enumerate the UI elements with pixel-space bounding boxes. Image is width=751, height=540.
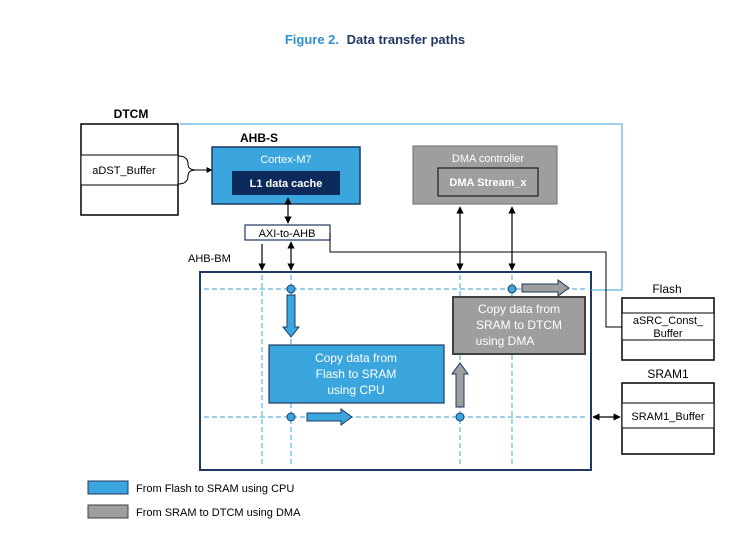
figure-title-text: Data transfer paths [347, 32, 465, 47]
flash-buffer-line2: Buffer [653, 328, 682, 340]
cortex-m7-title: Cortex-M7 [260, 154, 311, 166]
dma-copy-line3: using DMA [476, 334, 535, 348]
dma-controller-title: DMA controller [452, 153, 524, 165]
cpu-right-arrow [306, 408, 353, 426]
l1-cache-label: L1 data cache [250, 178, 323, 190]
ahb-bm-label: AHB-BM [188, 253, 231, 265]
dma-copy-line1: Copy data from [478, 302, 560, 316]
legend-swatch-cpu [87, 480, 129, 495]
legend-label-cpu: From Flash to SRAM using CPU [136, 483, 294, 495]
sram1-buffer-label: SRAM1_Buffer [631, 411, 705, 423]
figure-number: Figure 2. [285, 32, 339, 47]
axi-to-ahb-label: AXI-to-AHB [259, 228, 316, 240]
flash-buffer-cell [621, 312, 715, 341]
dma-copy-line2: SRAM to DTCM [476, 318, 562, 332]
cpu-copy-line2: Flash to SRAM [316, 367, 397, 381]
dma-stream-label: DMA Stream_x [449, 177, 527, 189]
dma-copy-box [452, 296, 586, 355]
legend-swatch-dma [87, 504, 129, 519]
dtcm-buffer-cell [80, 154, 179, 186]
dtcm-brace-connector [177, 155, 197, 185]
cpu-copy-line3: using CPU [327, 383, 384, 397]
bus-junction-dots [286, 284, 517, 422]
axi-to-ahb-bridge [244, 224, 331, 241]
sram1-title: SRAM1 [647, 367, 689, 381]
legend-label-dma: From SRAM to DTCM using DMA [136, 507, 301, 519]
flash-title: Flash [652, 282, 681, 296]
dtcm-title: DTCM [114, 107, 149, 121]
cpu-down-arrow [281, 294, 301, 338]
ahb-s-label: AHB-S [240, 131, 278, 145]
cpu-copy-line1: Copy data from [315, 351, 397, 365]
dma-up-arrow [451, 362, 469, 408]
bridge-to-flash-line [329, 233, 622, 328]
figure-title: Figure 2. Data transfer paths [285, 32, 465, 47]
legend: From Flash to SRAM using CPU From SRAM t… [87, 480, 301, 519]
dma-stream-block [437, 167, 539, 197]
dma-right-arrow [521, 279, 570, 297]
l1-cache-block [232, 171, 340, 195]
dtcm-buffer-label: aDST_Buffer [92, 165, 156, 177]
sram1-buffer-cell [621, 402, 715, 429]
flash-buffer-line1: aSRC_Const_ [633, 315, 704, 327]
cpu-copy-box [268, 344, 445, 404]
